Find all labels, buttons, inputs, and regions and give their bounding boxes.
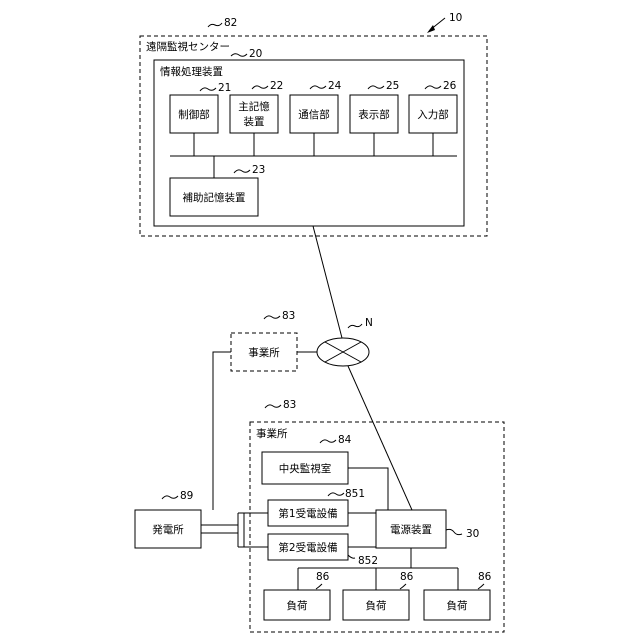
receiving-equipment-1-label: 第1受電設備	[278, 507, 337, 520]
center-ref: 82	[224, 17, 237, 29]
main-memory-label-1: 主記憶	[238, 100, 270, 113]
device-ref: 20	[249, 48, 262, 60]
system-ref-label: 10	[449, 12, 462, 24]
office-main-title: 事業所	[256, 427, 288, 440]
input-unit-ref: 26	[443, 80, 457, 92]
load-3-ref: 86	[478, 571, 492, 583]
power-plant: 発電所 89	[135, 490, 201, 548]
network-ref: N	[365, 317, 373, 329]
control-unit-ref: 21	[218, 82, 231, 94]
load-3-label: 負荷	[447, 600, 468, 612]
input-unit-label: 入力部	[417, 108, 449, 121]
load-1-ref: 86	[316, 571, 330, 583]
control-unit-label: 制御部	[178, 108, 210, 121]
office-top: 事業所 83	[231, 310, 297, 371]
load-1: 負荷 86	[264, 571, 330, 620]
display-unit-label: 表示部	[358, 108, 390, 121]
power-supply-label: 電源装置	[390, 523, 432, 536]
central-monitoring-room-label: 中央監視室	[279, 462, 332, 475]
plant-equipment-links	[201, 513, 268, 547]
main-memory-ref: 22	[270, 80, 283, 92]
office-main: 事業所 83 中央監視室 84 第1受電設備 851 第2受電設備 852	[250, 399, 504, 632]
power-supply-device: 電源装置 30	[376, 510, 479, 548]
receiving-equipment-2-ref: 852	[358, 555, 378, 567]
auxiliary-storage-ref: 23	[252, 164, 265, 176]
receiving-equipment-2: 第2受電設備 852	[268, 534, 378, 567]
device-title: 情報処理装置	[160, 65, 223, 78]
office-main-ref: 83	[283, 399, 296, 411]
central-monitoring-room: 中央監視室 84	[262, 434, 352, 484]
power-plant-ref: 89	[180, 490, 193, 502]
office-top-plant-link	[213, 352, 231, 510]
load-2-label: 負荷	[366, 600, 387, 612]
load-1-label: 負荷	[287, 600, 308, 612]
remote-monitoring-center: 遠隔監視センター 82 情報処理装置 20 制御部 21 主記憶 装置 22 通…	[140, 17, 487, 236]
load-2-ref: 86	[400, 571, 414, 583]
central-monitoring-room-ref: 84	[338, 434, 352, 446]
office-top-label: 事業所	[248, 346, 280, 359]
receiving-equipment-1-ref: 851	[345, 488, 365, 500]
office-top-ref: 83	[282, 310, 295, 322]
communication-unit-label: 通信部	[298, 108, 330, 121]
receiving-equipment-2-label: 第2受電設備	[278, 541, 337, 554]
communication-unit-ref: 24	[328, 80, 342, 92]
power-supply-ref: 30	[466, 528, 479, 540]
power-plant-label: 発電所	[152, 523, 184, 536]
center-title: 遠隔監視センター	[146, 40, 230, 53]
load-2: 負荷 86	[343, 571, 414, 620]
receiving-equipment-1: 第1受電設備 851	[268, 488, 365, 526]
display-unit-ref: 25	[386, 80, 399, 92]
system-ref-callout: 10	[427, 12, 462, 33]
network-node: N	[317, 317, 373, 366]
main-memory-label-2: 装置	[244, 115, 265, 128]
auxiliary-storage-label: 補助記憶装置	[183, 191, 246, 204]
center-network-link	[313, 226, 342, 338]
